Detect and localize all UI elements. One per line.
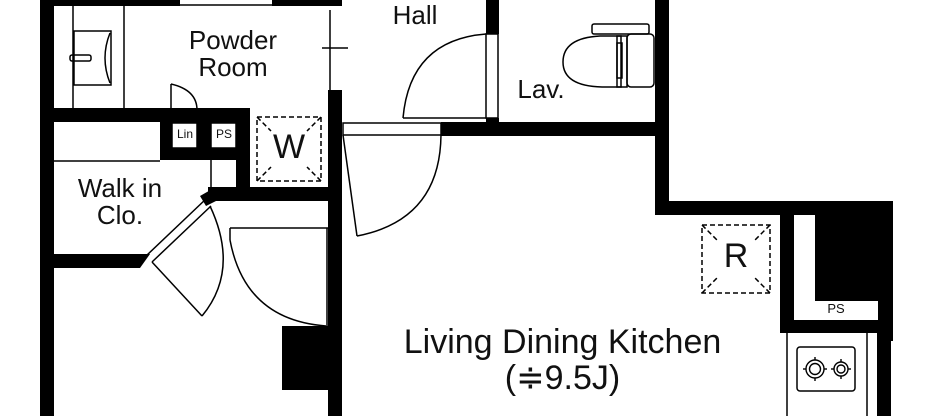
washer-label: W [272,128,306,166]
refrigerator-label: R [723,237,749,275]
powder-room-label-line2: Room [198,52,268,83]
pipe-space-left-label: PS [215,127,232,141]
ldk-name: Living Dining Kitchen [403,323,722,361]
hall-label: Hall [392,0,438,30]
walk-in-closet-label-line2: Clo. [96,200,144,231]
walls [40,0,893,416]
lavatory-label: Lav. [517,74,565,104]
ldk-area: (≑9.5J) [504,358,621,397]
ps-space-right [794,215,878,320]
pipe-space-right-label: PS [827,301,845,316]
linen-label: Lin [176,127,193,141]
ldk-label: Living Dining Kitchen (≑9.5J) [360,323,765,397]
powder-room-label-line1: Powder [188,25,278,55]
stove-icon [803,357,851,381]
powder-room-label: Powder Room [168,25,298,83]
walk-in-closet-label-line1: Walk in [77,173,163,203]
walk-in-closet-label: Walk in Clo. [55,173,185,231]
thin-lines [54,4,868,416]
